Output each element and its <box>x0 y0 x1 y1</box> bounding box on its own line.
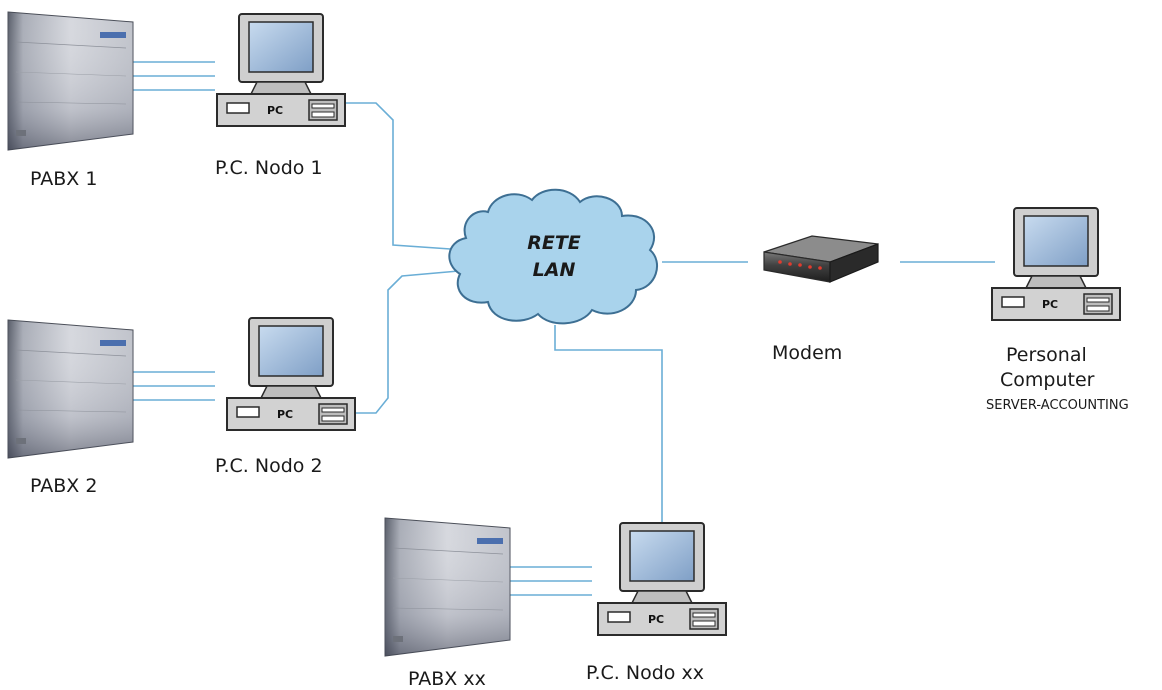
pabx-cabinet-icon <box>7 11 134 151</box>
link-node1-lan <box>345 102 466 251</box>
modem-icon <box>763 235 879 283</box>
desktop-pc-icon <box>597 522 727 636</box>
cloud-label-line1: RETE <box>527 232 581 254</box>
network-links <box>133 61 995 596</box>
desktop-pc-icon <box>226 317 356 431</box>
desktop-pc-icon <box>991 207 1121 321</box>
desktop-pc-icon <box>216 13 346 127</box>
node1-label: P.C. Nodo 1 <box>215 157 323 179</box>
pabxxx-label: PABX xx <box>408 668 486 690</box>
link-node2-lan <box>345 269 471 414</box>
node2-label: P.C. Nodo 2 <box>215 455 323 477</box>
server-label-line3: SERVER-ACCOUNTING <box>986 398 1129 413</box>
pabx-cabinet-icon <box>7 319 134 459</box>
server-label-line1: Personal <box>1006 344 1087 366</box>
pabx2-label: PABX 2 <box>30 475 98 497</box>
cloud-label-line2: LAN <box>533 259 576 281</box>
nodexx-label: P.C. Nodo xx <box>586 662 704 684</box>
lan-cloud-icon: RETE LAN <box>448 188 659 325</box>
link-nodexx-lan <box>554 325 663 522</box>
modem-label: Modem <box>772 342 843 364</box>
server-label-line2: Computer <box>1000 369 1095 391</box>
pabx-cabinet-icon <box>384 517 511 657</box>
pabx1-label: PABX 1 <box>30 168 98 190</box>
